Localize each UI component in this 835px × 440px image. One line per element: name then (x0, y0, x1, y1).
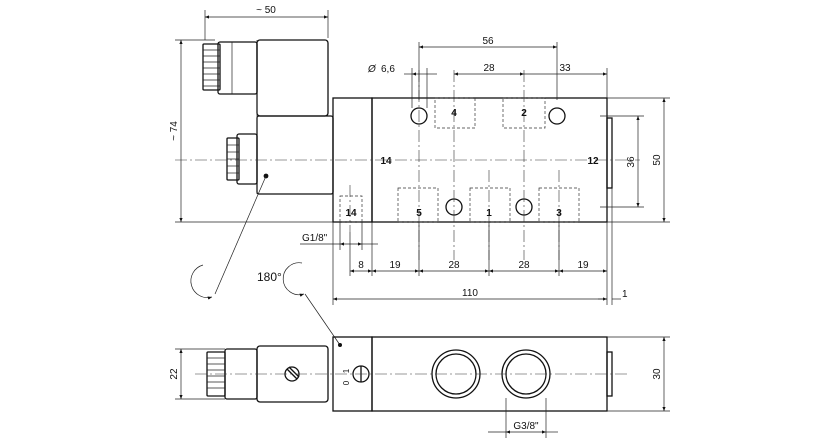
dim-spacing-28-top: 28 (483, 63, 495, 74)
dim-total-110: 110 (462, 288, 478, 299)
dim-19b: 19 (577, 260, 589, 271)
switch-label-1: 1 (342, 368, 351, 373)
mounting-hole (410, 107, 428, 125)
rotation-arrow-left (190, 264, 213, 300)
knurl-lines-lower (227, 144, 239, 174)
solenoid-armature (256, 115, 334, 195)
port-label-14-center: 14 (380, 156, 392, 167)
dim-side-22: 22 (169, 368, 180, 380)
dimensions-front: ~ 50 ~ 74 56 Ø 6,6 28 33 36 (169, 5, 670, 305)
dimensions-side: 22 30 G3/8" (169, 336, 670, 438)
dim-8: 8 (358, 260, 364, 271)
port-label-1: 1 (486, 208, 492, 219)
mounting-holes (410, 107, 566, 216)
switch-label-0: 0 (342, 380, 351, 385)
solenoid-coil (256, 39, 329, 117)
port-label-4: 4 (451, 108, 457, 119)
dim-height-50: 50 (652, 154, 663, 166)
connector-lower (236, 133, 258, 185)
rotation-arrow-right (282, 262, 305, 297)
dim-height-left: ~ 74 (169, 121, 180, 141)
dim-spacing-33: 33 (559, 63, 571, 74)
port-label-12: 12 (587, 156, 599, 167)
leader-line (214, 175, 267, 295)
dim-hole-dia: 6,6 (381, 64, 395, 75)
dim-pilot-thread: G1/8" (302, 233, 328, 244)
dim-top-width: ~ 50 (256, 5, 276, 16)
front-view: 4 2 14 12 14 5 1 3 (175, 39, 640, 346)
rotation-label: 180° (257, 270, 282, 284)
side-adapter-dot (338, 343, 342, 347)
dim-port-thread: G3/8" (513, 421, 539, 432)
dim-height-36: 36 (626, 156, 637, 168)
dim-28b: 28 (518, 260, 530, 271)
dim-side-30: 30 (652, 368, 663, 380)
side-view: 1 0 (195, 336, 630, 412)
dim-28a: 28 (448, 260, 460, 271)
dim-hole-dia-symbol: Ø (367, 64, 377, 75)
dim-spacing-56: 56 (482, 36, 494, 47)
dim-19a: 19 (389, 260, 401, 271)
end-cap (606, 117, 613, 189)
port-label-5: 5 (416, 208, 422, 219)
connector-top (217, 41, 258, 95)
hidden-ports (339, 70, 580, 260)
dim-1: 1 (622, 289, 628, 300)
knurl-lines-side (207, 357, 225, 389)
port-label-3: 3 (556, 208, 562, 219)
rotation-symbols: 180° (190, 262, 305, 300)
knurl-lines-top (203, 49, 220, 87)
port-label-14-pilot: 14 (345, 208, 357, 219)
connector-top-knurl (202, 43, 221, 91)
port-label-2: 2 (521, 108, 527, 119)
mounting-hole (548, 107, 566, 125)
